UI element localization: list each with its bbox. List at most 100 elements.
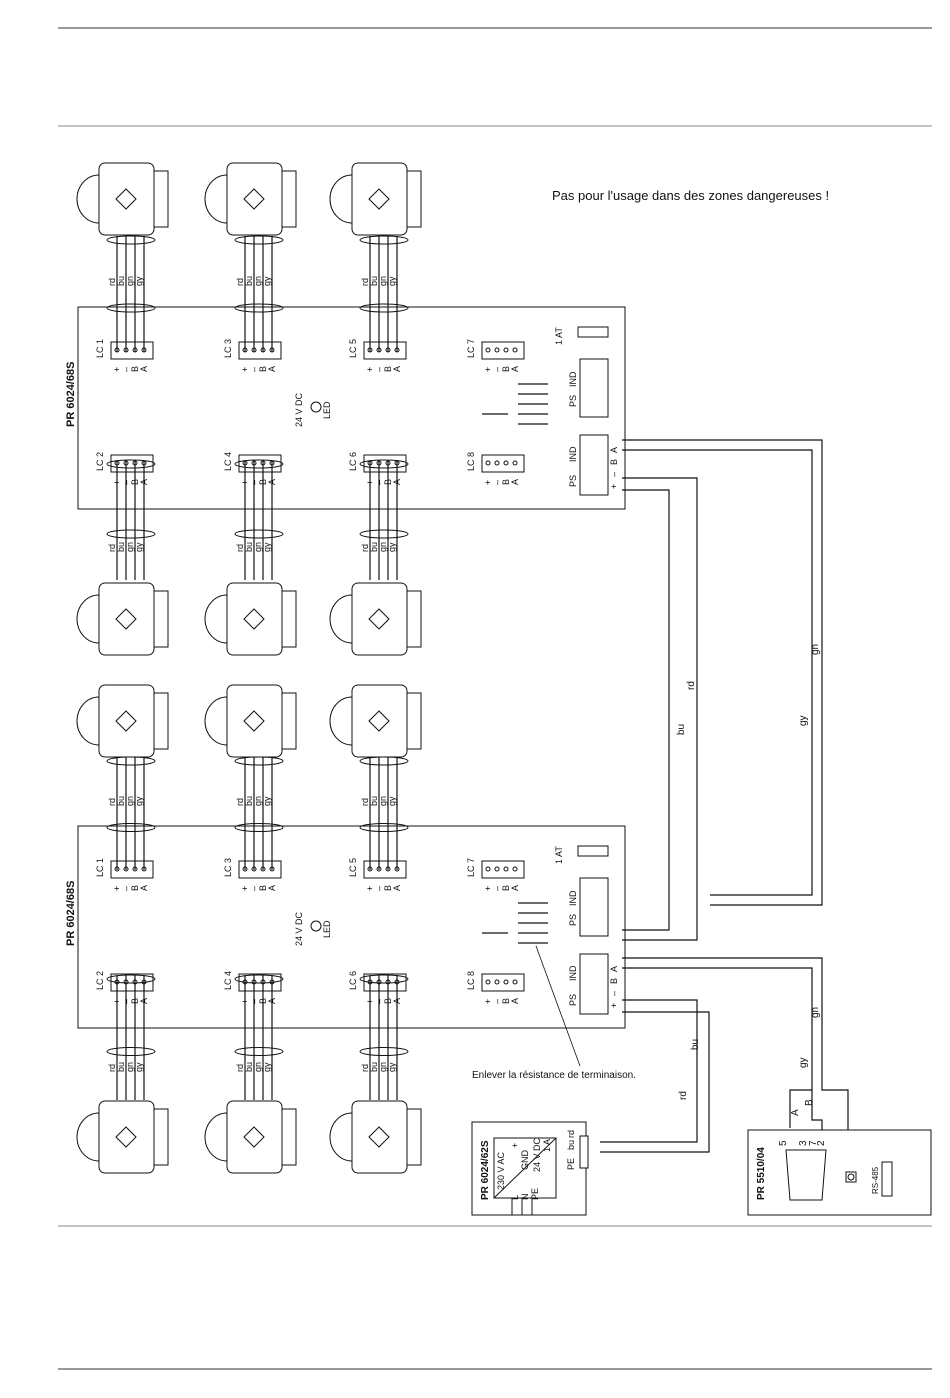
wire-label-gn: gn — [378, 542, 388, 552]
wire-label-gn: gn — [253, 542, 263, 552]
note-text: Enlever la résistance de terminaison. — [472, 1070, 636, 1081]
fuse-symbol — [577, 326, 609, 338]
load-cell-symbol — [368, 608, 390, 630]
cable-sheath — [359, 974, 409, 984]
load-cell-symbol — [115, 188, 137, 210]
load-cell-flange — [153, 590, 169, 648]
load-cell-dome — [329, 594, 353, 644]
load-cell — [204, 684, 297, 758]
wire-label-gy: gy — [262, 542, 272, 552]
wire-label-rd: rd — [235, 1064, 245, 1072]
wire-label-bu: bu — [116, 542, 126, 552]
psu-out-v: 24 V DC — [532, 1137, 542, 1172]
terminal-block — [481, 973, 525, 992]
bus-wire-rd — [622, 477, 698, 941]
ps-ind-block — [579, 877, 609, 937]
psu-title: PR 6024/62S — [480, 1140, 491, 1200]
wire-label-gy: gy — [387, 542, 397, 552]
load-cell-body — [351, 684, 408, 758]
terminal-label: – — [492, 480, 502, 485]
terminal-label: – — [249, 886, 259, 891]
wire-label-bu: bu — [244, 276, 254, 286]
junction-box-outline — [77, 825, 626, 1029]
load-cell-symbol — [115, 1126, 137, 1148]
terminal-label: – — [492, 367, 502, 372]
controller-title: PR 5510/04 — [756, 1147, 767, 1200]
cable-sheath — [234, 459, 284, 469]
terminal-screw — [494, 866, 500, 872]
cable-sheath — [106, 529, 156, 539]
led-voltage: 24 V DC — [294, 392, 304, 427]
load-cell — [329, 162, 422, 236]
load-cell-body — [351, 1100, 408, 1174]
bus-terminal-label: A — [609, 966, 619, 972]
terminal-screw — [494, 347, 500, 353]
fuse-symbol — [577, 845, 609, 857]
wire-label-rd: rd — [235, 798, 245, 806]
load-cell-dome — [329, 174, 353, 224]
load-cell-dome — [76, 594, 100, 644]
cable-sheath — [234, 1047, 284, 1056]
wire-label-gy: gy — [262, 276, 272, 286]
ind-label: IND — [568, 965, 578, 981]
junction-box-title: PR 6024/68S — [65, 362, 77, 427]
terminal-screw — [494, 460, 500, 466]
cable-sheath — [234, 529, 284, 539]
load-cell-symbol — [243, 710, 265, 732]
terminal-label: B — [130, 885, 140, 891]
load-cell-body — [226, 1100, 283, 1174]
terminal-label: B — [501, 998, 511, 1004]
terminal-label: – — [121, 367, 131, 372]
controller-b: B — [804, 1099, 815, 1106]
cable-label-rd: rd — [678, 1091, 689, 1100]
wire-label-gy: gy — [387, 276, 397, 286]
wire-label-rd: rd — [360, 1064, 370, 1072]
controller-pin-7: 7 — [808, 1140, 819, 1146]
lc-label: LC 6 — [348, 452, 358, 471]
terminal-label: – — [249, 367, 259, 372]
ps-label: PS — [568, 475, 578, 487]
terminal-label: B — [258, 366, 268, 372]
wire-label-gy: gy — [134, 796, 144, 806]
cable-label-rd: rd — [686, 681, 697, 690]
load-cell-symbol — [243, 1126, 265, 1148]
wire-label-bu: bu — [244, 796, 254, 806]
load-cell-body — [226, 684, 283, 758]
terminal-label: – — [374, 886, 384, 891]
lc-label: LC 8 — [466, 452, 476, 471]
load-cell-body — [351, 582, 408, 656]
lc-label: LC 2 — [95, 452, 105, 471]
wire-label-bu: bu — [369, 542, 379, 552]
psu-module: PR 6024/62S 230 V AC GND + 24 V DC 1 A L… — [471, 1121, 589, 1216]
wire-label-gn: gn — [253, 796, 263, 806]
wire-label-bu: bu — [369, 1062, 379, 1072]
terminal-label: B — [501, 366, 511, 372]
terminal-block — [110, 341, 154, 360]
ind-label: IND — [568, 371, 578, 387]
terminal-label: A — [510, 479, 520, 485]
cable-label-gy: gy — [798, 715, 809, 726]
ind-label: IND — [568, 890, 578, 906]
terminal-label: – — [374, 367, 384, 372]
load-cell-flange — [281, 1108, 297, 1166]
terminal-label: – — [121, 886, 131, 891]
wire-label-gy: gy — [262, 796, 272, 806]
terminal-screw — [503, 460, 509, 466]
lc-label: LC 3 — [223, 339, 233, 358]
lower-wire-gn — [622, 957, 849, 1172]
cable-sheath — [359, 529, 409, 539]
psu-bu: bu — [566, 1140, 576, 1150]
wire-label-bu: bu — [244, 542, 254, 552]
led-voltage: 24 V DC — [294, 911, 304, 946]
psu-pe-in: PE — [530, 1188, 540, 1200]
